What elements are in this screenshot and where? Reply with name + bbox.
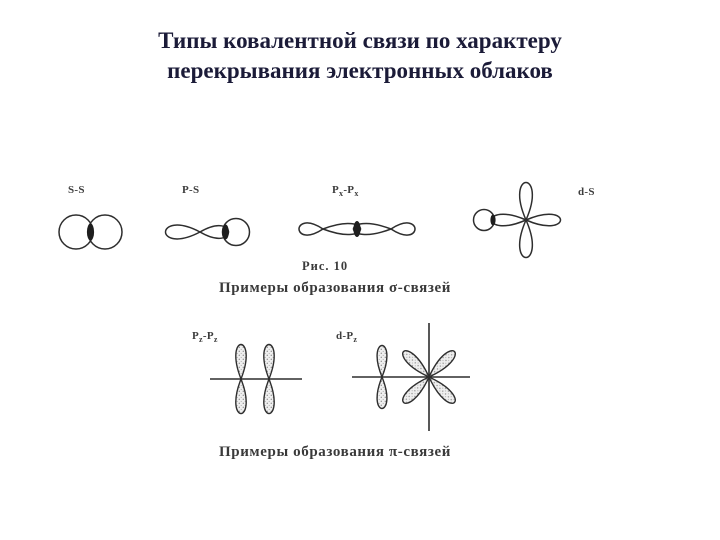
overlap-region — [490, 214, 496, 226]
pz-pz-pi-overlap-diagram — [210, 343, 302, 415]
pz-pz-label-base1: P — [192, 330, 200, 342]
px-px-label-sub1: x — [339, 189, 344, 199]
pz-pz-label-base2: -P — [202, 330, 214, 342]
d-pz-pi-overlap-diagram — [352, 323, 470, 431]
sigma-caption: Примеры образования σ-связей — [175, 280, 495, 297]
d-pz-label-base: d-P — [336, 330, 354, 342]
sigma-caption-text: Примеры образования σ-связей — [219, 280, 451, 296]
px-px-label-sub2: x — [354, 189, 359, 199]
overlap-region — [353, 221, 361, 237]
pz-pz-label: Pz-Pz — [192, 330, 218, 344]
px-px-label-base1: P — [332, 184, 340, 196]
pz-pz-label-sub2: z — [213, 335, 218, 345]
figure-number-text: Рис. 10 — [302, 259, 349, 273]
s-s-label: S-S — [68, 184, 85, 196]
px-px-label: Px-Px — [332, 184, 359, 198]
slide-title-line2: перекрывания электронных облаков — [167, 58, 553, 84]
s-s-sigma-overlap-diagram — [58, 214, 123, 250]
pi-caption: Примеры образования π-связей — [175, 444, 495, 461]
p-s-label-text: P-S — [182, 184, 200, 196]
d-s-label: d-S — [578, 186, 595, 198]
p-s-sigma-overlap-diagram — [164, 217, 251, 247]
pz-pz-label-sub1: z — [199, 335, 203, 345]
d-pz-label: d-Pz — [336, 330, 357, 344]
slide-title-line1: Типы ковалентной связи по характеру — [158, 28, 562, 53]
d-s-sigma-overlap-diagram — [472, 181, 562, 259]
s-s-label-text: S-S — [68, 184, 85, 196]
pi-caption-text: Примеры образования π-связей — [218, 444, 451, 460]
figure-number: Рис. 10 — [302, 259, 348, 274]
px-px-sigma-overlap-diagram — [298, 221, 416, 237]
d-pz-label-sub: z — [353, 335, 358, 345]
slide-title: Типы ковалентной связи по характеру пере… — [0, 26, 720, 87]
p-s-label: P-S — [182, 184, 199, 196]
overlap-region — [222, 224, 229, 240]
overlap-region — [86, 223, 95, 241]
px-px-label-base2: -P — [343, 184, 355, 196]
d-s-label-text: d-S — [578, 186, 595, 198]
